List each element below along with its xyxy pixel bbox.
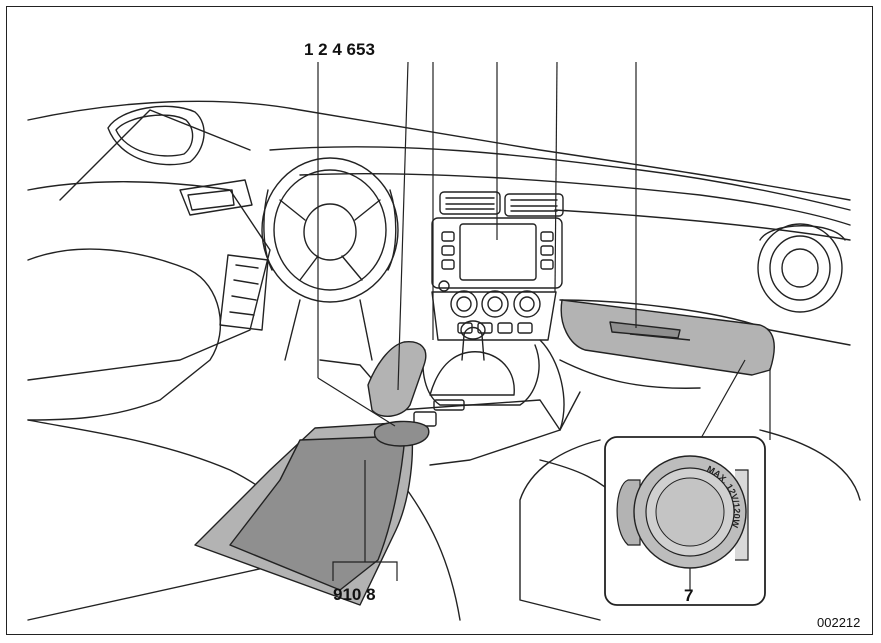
climate-knob-right	[513, 290, 541, 318]
center-vent-left	[439, 191, 501, 215]
steering-wheel	[261, 157, 399, 303]
windshield-edge	[27, 100, 851, 201]
leader-2	[397, 61, 409, 391]
door-handle	[187, 189, 235, 211]
climate-knob-center	[481, 290, 509, 318]
figure-border	[6, 6, 873, 635]
leader-5	[554, 61, 558, 293]
door-panel	[27, 181, 271, 381]
center-vent-right	[504, 193, 564, 217]
steering-hub	[303, 203, 357, 261]
driver-seat	[27, 248, 222, 421]
callout-group-top: 1 2 4 653	[304, 40, 375, 59]
a-pillar	[59, 109, 251, 201]
leader-1b	[317, 377, 396, 427]
shift-lever	[461, 326, 485, 361]
front-console-tray	[367, 341, 427, 417]
dashboard-top	[269, 146, 851, 211]
shift-boot	[429, 351, 515, 396]
callout-group-bottom: 910 8	[333, 585, 376, 604]
passenger-vent-outer	[757, 223, 843, 313]
callout-socket: 7	[684, 586, 693, 605]
cup-holder	[373, 420, 430, 447]
climate-knob-left	[450, 290, 478, 318]
power-socket-inset: MAX. 12V/120W	[604, 436, 766, 606]
side-mirror	[107, 105, 205, 166]
passenger-seat	[519, 439, 601, 621]
zoom-leader-left	[699, 359, 746, 441]
shift-knob	[460, 320, 486, 340]
infotainment-screen	[459, 223, 537, 281]
figure-code: 002212	[817, 615, 860, 630]
